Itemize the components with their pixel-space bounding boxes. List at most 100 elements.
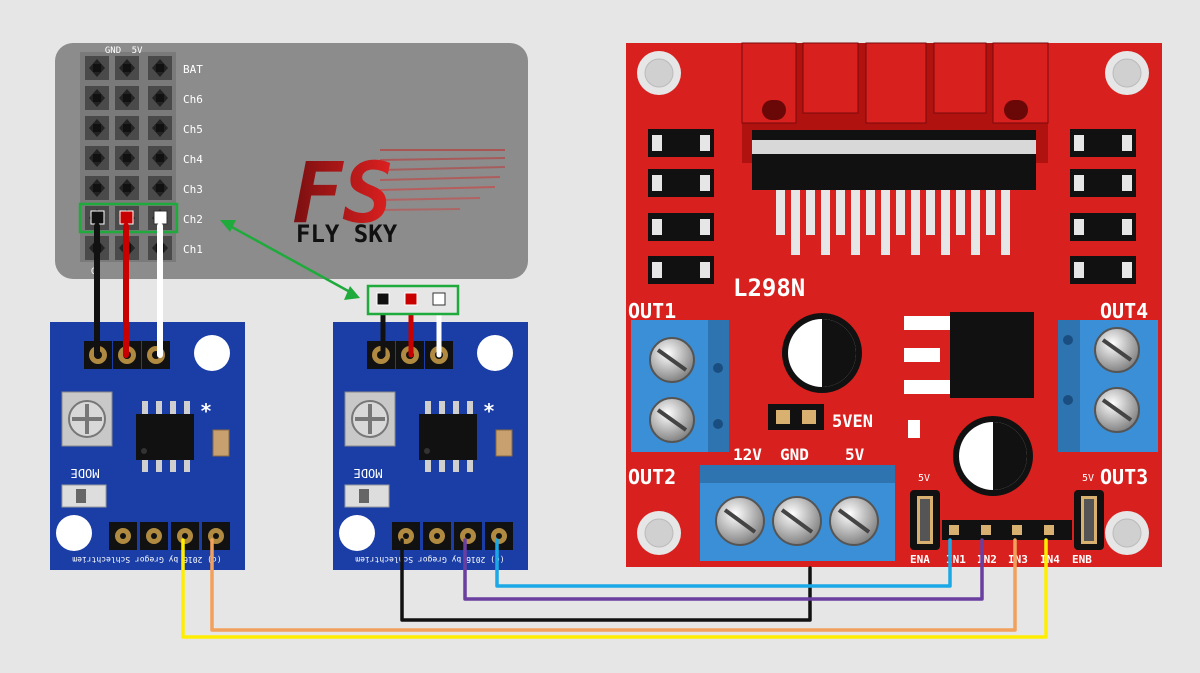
ena-5v-label: 5V xyxy=(918,473,930,484)
receiver-gnd-label: GND xyxy=(105,46,121,56)
voltage-regulator xyxy=(904,312,1034,398)
enb-label: ENB xyxy=(1072,553,1092,566)
l298n-chip xyxy=(752,130,1036,190)
in4-label: IN4 xyxy=(1040,553,1060,566)
chip-leg xyxy=(926,190,935,235)
out3-label: OUT3 xyxy=(1100,465,1148,489)
status-led xyxy=(908,420,920,438)
wire-black-gnd xyxy=(400,538,812,622)
output-pin xyxy=(485,522,513,550)
channel-label-ch6: Ch6 xyxy=(183,93,203,106)
power-label-gnd: GND xyxy=(780,445,809,464)
receiver-pin xyxy=(115,116,139,140)
ch2-pin-gnd xyxy=(90,210,105,225)
output-pin xyxy=(140,522,168,550)
diode xyxy=(648,256,714,284)
output-pin xyxy=(109,522,137,550)
credit-text: (c) 2016 by Gregor Schlechtriem xyxy=(355,555,504,564)
diode xyxy=(1070,213,1136,241)
chip-leg xyxy=(821,190,830,255)
chip-leg xyxy=(866,190,875,235)
receiver-pin xyxy=(85,116,109,140)
output-pin xyxy=(423,522,451,550)
wire-yellow-in4 xyxy=(181,538,1048,639)
signal-board-right: * MODE (c) 2016 by Gregor Schlechtriem xyxy=(333,322,528,570)
b2-pin-5v xyxy=(404,292,418,306)
receiver-pin xyxy=(85,146,109,170)
channel-label-bat: BAT xyxy=(183,63,203,76)
channel-label-ch3: Ch3 xyxy=(183,183,203,196)
output-pin xyxy=(202,522,230,550)
mode-switch[interactable] xyxy=(344,484,390,508)
channel-label-ch1: Ch1 xyxy=(183,243,203,256)
flysky-mark: FS xyxy=(292,144,393,242)
out4-label: OUT4 xyxy=(1100,299,1148,323)
output-pin xyxy=(171,522,199,550)
receiver-pin xyxy=(148,146,172,170)
chip-leg xyxy=(911,190,920,255)
b2-pin-signal xyxy=(432,292,446,306)
receiver-pin xyxy=(115,56,139,80)
board-hole xyxy=(194,335,230,371)
output-pin xyxy=(454,522,482,550)
receiver-stub-label: G xyxy=(91,267,96,277)
credit-text: (c) 2016 by Gregor Schlechtriem xyxy=(72,555,221,564)
chip-marker: * xyxy=(483,399,495,423)
out2-label: OUT2 xyxy=(628,465,676,489)
diodes xyxy=(648,129,1136,284)
chip-leg xyxy=(776,190,785,235)
receiver-pin xyxy=(85,176,109,200)
channel-label-ch5: Ch5 xyxy=(183,123,203,136)
diode xyxy=(648,129,714,157)
diode xyxy=(648,213,714,241)
receiver-pin xyxy=(148,86,172,110)
receiver: GND 5V BAT Ch6 Ch5 Ch4 Ch3 Ch2 Ch1 G FS xyxy=(55,43,528,279)
power-label-5v: 5V xyxy=(845,445,865,464)
receiver-pin xyxy=(85,56,109,80)
enb-5v-label: 5V xyxy=(1082,473,1094,484)
mode-label: MODE xyxy=(354,466,383,480)
chip-leg xyxy=(836,190,845,235)
wires xyxy=(94,223,1048,639)
in3-label: IN3 xyxy=(1008,553,1028,566)
flysky-brand: FLY SKY xyxy=(296,220,398,248)
potentiometer[interactable] xyxy=(61,391,113,447)
diode xyxy=(1070,129,1136,157)
chip-leg xyxy=(851,190,860,255)
mode-switch[interactable] xyxy=(61,484,107,508)
wire-cyan-in1 xyxy=(495,538,952,588)
ch2-pin-5v xyxy=(119,210,134,225)
ch2-pin-signal xyxy=(153,210,168,225)
b2-pin-gnd xyxy=(376,292,390,306)
ic-chip xyxy=(136,401,194,472)
out1-out2-terminal xyxy=(631,320,729,452)
power-terminal xyxy=(700,465,895,561)
chip-leg xyxy=(806,190,815,235)
diode xyxy=(1070,169,1136,197)
wire-purple-in2 xyxy=(463,538,984,601)
chip-leg xyxy=(956,190,965,235)
chip-leg xyxy=(986,190,995,235)
smd-capacitor xyxy=(212,429,230,457)
receiver-pin xyxy=(148,176,172,200)
in2-label: IN2 xyxy=(977,553,997,566)
smd-capacitor xyxy=(495,429,513,457)
channel-label-ch4: Ch4 xyxy=(183,153,203,166)
receiver-pin xyxy=(148,56,172,80)
ena-label: ENA xyxy=(910,553,930,566)
connection-arrow xyxy=(220,220,360,300)
chip-leg xyxy=(1001,190,1010,255)
mode-label: MODE xyxy=(71,466,100,480)
receiver-pin xyxy=(115,146,139,170)
signal-board-left: *MODE(c) 2016 by Gregor Schlechtriem xyxy=(50,322,245,570)
receiver-pin xyxy=(148,116,172,140)
output-pin xyxy=(392,522,420,550)
l298n-board: L298N 5VEN xyxy=(626,42,1162,567)
potentiometer[interactable] xyxy=(344,391,396,447)
chip-leg xyxy=(791,190,800,255)
driver-model-label: L298N xyxy=(733,274,805,302)
wire-orange-in3 xyxy=(210,538,1017,632)
flysky-logo: FS FLY SKY xyxy=(292,144,506,248)
